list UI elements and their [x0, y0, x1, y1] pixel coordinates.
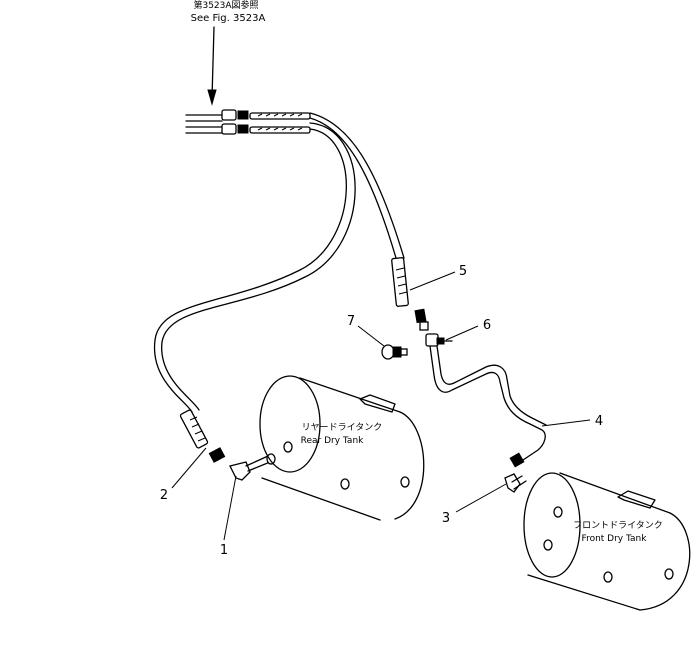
callout-4: 4 [595, 414, 603, 429]
leader-lines [171, 271, 591, 541]
svg-text:See Fig. 3523A: See Fig. 3523A [191, 13, 266, 24]
reference-arrow [207, 26, 217, 106]
callout-3: 3 [442, 511, 450, 526]
rear-tank-label-jp: リヤードライタンク [302, 422, 383, 433]
callout-1: 1 [220, 543, 228, 558]
callout-7: 7 [347, 314, 355, 329]
rear-tank-label-en: Rear Dry Tank [301, 436, 365, 446]
hose-5 [309, 112, 429, 331]
callout-5: 5 [459, 264, 467, 279]
pipe-4 [429, 345, 547, 468]
front-tank-label-jp: フロントドライタンク [573, 520, 663, 531]
reference-label: 第3523A図参照 See Fig. 3523A [191, 0, 266, 24]
elbow-fitting-3 [504, 473, 527, 493]
tee-fitting-6 [425, 333, 453, 347]
callout-6: 6 [483, 318, 491, 333]
hose-2 [153, 122, 356, 463]
fitting-7 [381, 344, 408, 360]
front-tank-label-en: Front Dry Tank [582, 534, 648, 544]
callout-numbers: 1 2 3 4 5 6 7 [160, 264, 603, 558]
rear-dry-tank: リヤードライタンク Rear Dry Tank [259, 375, 425, 521]
upper-hose-connections [185, 109, 311, 135]
front-dry-tank: フロントドライタンク Front Dry Tank [523, 472, 691, 611]
elbow-fitting-1 [229, 453, 276, 481]
callout-2: 2 [160, 488, 168, 503]
svg-text:第3523A図参照: 第3523A図参照 [193, 0, 258, 11]
